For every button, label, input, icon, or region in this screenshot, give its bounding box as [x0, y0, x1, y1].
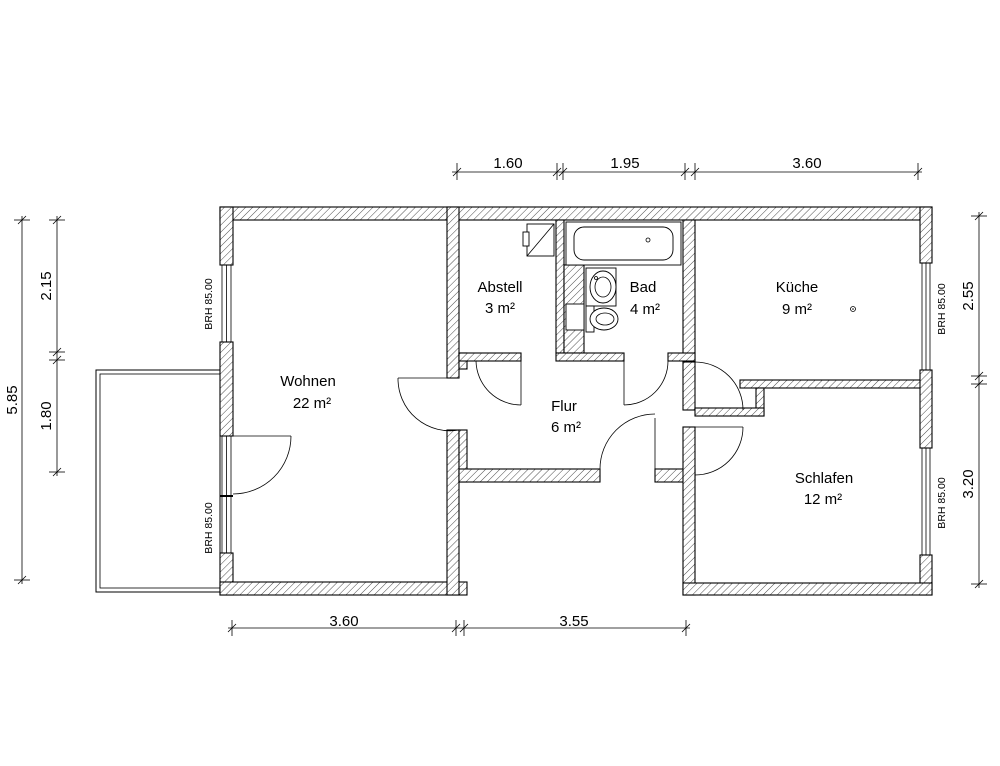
window-kueche	[921, 263, 931, 370]
bathtub-icon	[565, 221, 682, 266]
fixtures	[522, 221, 856, 333]
sink-icon	[585, 267, 617, 307]
room-area-abstell: 3 m²	[485, 300, 515, 317]
dimension-left-total: 5.85	[4, 215, 30, 585]
stove-mark-icon	[850, 306, 856, 312]
toilet-icon	[565, 303, 619, 333]
door-abstell	[475, 360, 522, 406]
door-schlafen	[694, 426, 744, 476]
room-labels: Wohnen 22 m² Abstell 3 m² Bad 4 m² Küche…	[280, 279, 853, 508]
dim-right-2: 3.20	[960, 469, 977, 498]
dim-top-1: 1.60	[493, 155, 522, 172]
room-name-flur: Flur	[551, 398, 577, 415]
dim-top-3: 3.60	[792, 155, 821, 172]
room-area-schlafen: 12 m²	[804, 491, 842, 508]
window-sill-labels: BRH 85.00 BRH 85.00 BRH 85.00 BRH 85.00	[203, 278, 948, 554]
door-wohnen	[397, 377, 460, 432]
door-bad	[623, 360, 669, 406]
balcony	[95, 369, 221, 593]
dim-bottom-1: 3.60	[329, 613, 358, 630]
brh-label-kueche: BRH 85.00	[936, 283, 948, 335]
brh-label-wohnen-lower: BRH 85.00	[203, 502, 215, 554]
dim-left-total: 5.85	[4, 385, 21, 414]
dimension-bottom: 3.60 3.55	[227, 613, 691, 636]
door-kueche	[694, 361, 744, 411]
room-name-kueche: Küche	[776, 279, 819, 296]
doors	[232, 360, 744, 495]
room-name-wohnen: Wohnen	[280, 373, 336, 390]
dimension-left-parts: 2.15 1.80	[38, 215, 65, 477]
window-wohnen-upper	[221, 265, 232, 342]
dim-top-2: 1.95	[610, 155, 639, 172]
dim-bottom-2: 3.55	[559, 613, 588, 630]
dim-right-1: 2.55	[960, 281, 977, 310]
dim-left-part-2: 1.80	[38, 401, 55, 430]
brh-label-schlafen: BRH 85.00	[936, 477, 948, 529]
brh-label-wohnen-upper: BRH 85.00	[203, 278, 215, 330]
room-name-schlafen: Schlafen	[795, 470, 853, 487]
room-area-kueche: 9 m²	[782, 301, 812, 318]
room-area-bad: 4 m²	[630, 301, 660, 318]
window-schlafen	[921, 448, 931, 555]
door-entrance	[599, 413, 656, 470]
room-area-flur: 6 m²	[551, 419, 581, 436]
room-name-bad: Bad	[630, 279, 657, 296]
room-name-abstell: Abstell	[477, 279, 522, 296]
door-balcony	[232, 435, 292, 495]
windows	[220, 263, 931, 555]
walls	[219, 206, 933, 596]
dimension-top: 1.60 1.95 3.60	[452, 155, 923, 180]
window-wohnen-lower	[220, 436, 233, 553]
water-heater-icon	[522, 223, 555, 257]
dimension-right: 2.55 3.20	[960, 211, 987, 589]
dim-left-part-1: 2.15	[38, 271, 55, 300]
room-area-wohnen: 22 m²	[293, 395, 331, 412]
